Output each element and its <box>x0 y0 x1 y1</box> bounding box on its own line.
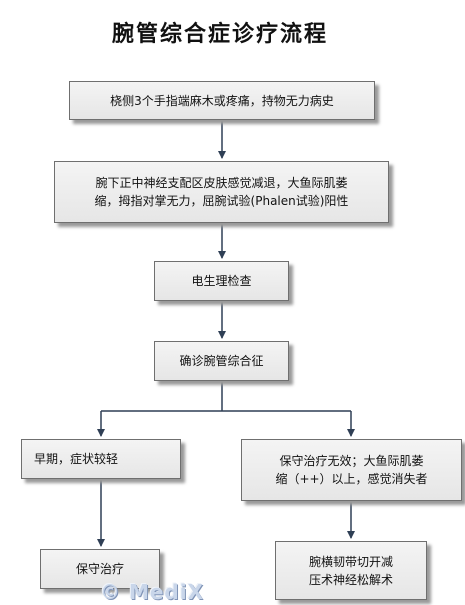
symptom-text: 桡侧3个手指端麻木或疼痛，持物无力病史 <box>110 93 334 108</box>
surgery-box: 腕横韧带切开减 压术神经松解术 <box>275 541 427 600</box>
clinical-signs-line-1: 腕下正中神经支配区皮肤感觉减退，大鱼际肌萎 <box>95 176 348 190</box>
conservative-failed-line-2: 缩（++）以上，感觉消失者 <box>275 472 428 486</box>
early-stage-text: 早期，症状较轻 <box>34 452 119 466</box>
conservative-failed-line-1: 保守治疗无效；大鱼际肌萎 <box>279 454 424 468</box>
emg-text: 电生理检查 <box>191 274 252 288</box>
surgery-line-1: 腕横韧带切开减 <box>308 554 393 569</box>
diagnosis-box: 确诊腕管综合征 <box>154 341 289 381</box>
clinical-signs-box: 腕下正中神经支配区皮肤感觉减退，大鱼际肌萎 缩，拇指对掌无力，屈腕试验(Phal… <box>54 161 389 223</box>
early-stage-box: 早期，症状较轻 <box>21 439 181 479</box>
clinical-signs-line-2: 缩，拇指对掌无力，屈腕试验(Phalen试验)阳性 <box>94 194 349 208</box>
conservative-failed-box: 保守治疗无效；大鱼际肌萎 缩（++）以上，感觉消失者 <box>241 439 462 501</box>
surgery-line-2: 压术神经松解术 <box>308 572 393 587</box>
page-title: 腕管综合症诊疗流程 <box>111 21 328 47</box>
conservative-treatment-box: 保守治疗 <box>40 549 160 589</box>
watermark-logo: © MediX <box>100 580 205 604</box>
conservative-treatment-text: 保守治疗 <box>75 562 124 576</box>
symptom-box: 桡侧3个手指端麻木或疼痛，持物无力病史 <box>69 81 375 120</box>
emg-box: 电生理检查 <box>154 261 289 301</box>
diagnosis-text: 确诊腕管综合征 <box>179 354 264 368</box>
